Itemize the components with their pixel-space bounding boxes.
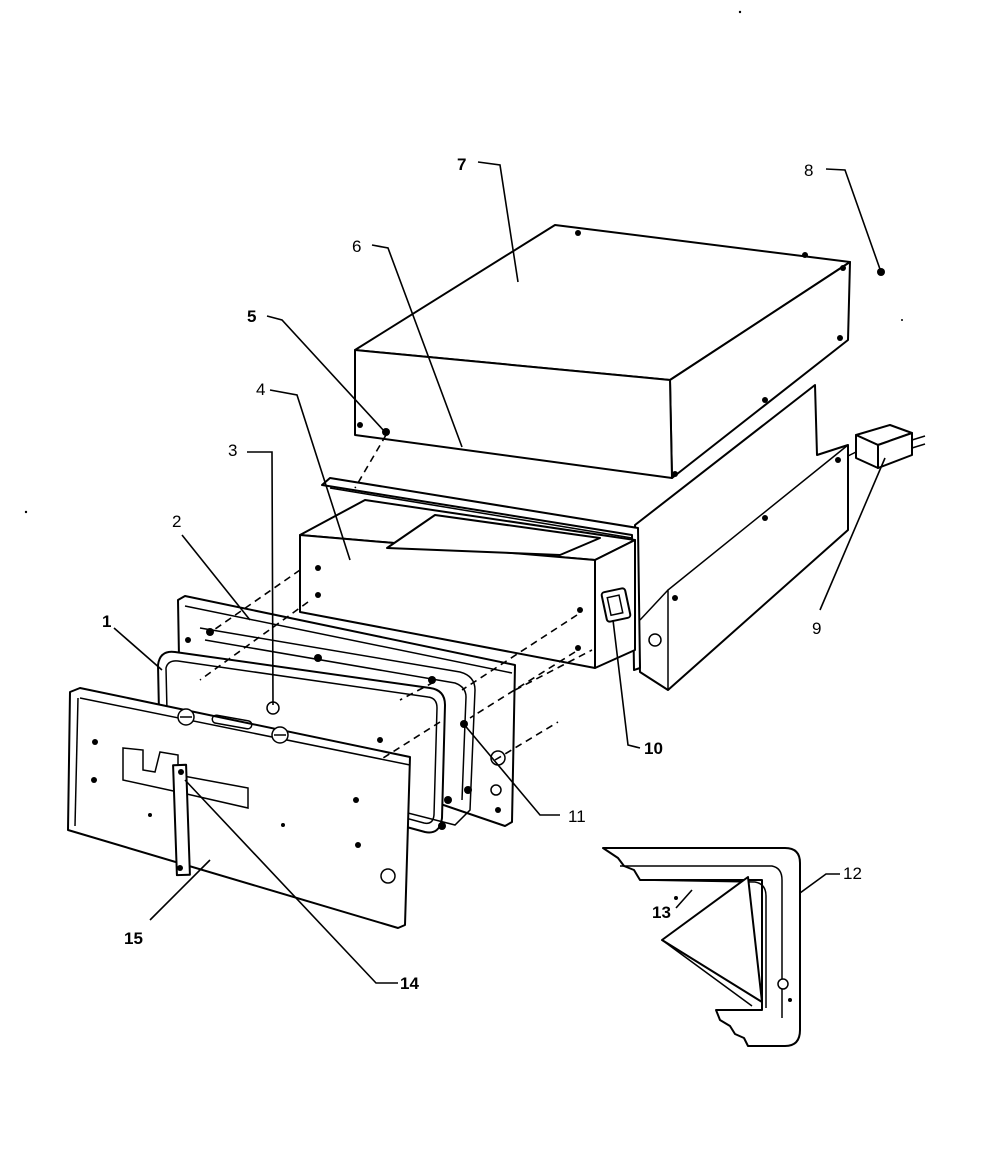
callout-6: 6 (352, 237, 361, 256)
callout-labels: 1 2 3 4 5 6 7 8 9 10 11 12 13 14 15 (102, 155, 862, 993)
assembly-lines (199, 434, 593, 761)
part-6-inner-cabinet (634, 384, 849, 691)
callout-1: 1 (102, 612, 111, 631)
callout-5: 5 (247, 307, 256, 326)
part-9-power-plug (847, 424, 926, 469)
callout-9: 9 (812, 619, 821, 638)
detail-inset-12-13 (602, 847, 801, 1047)
callout-13: 13 (652, 903, 671, 922)
callout-12: 12 (843, 864, 862, 883)
callout-3: 3 (228, 441, 237, 460)
callout-8: 8 (804, 161, 813, 180)
leader-lines (113, 161, 886, 984)
callout-7: 7 (457, 155, 466, 174)
callout-2: 2 (172, 512, 181, 531)
scan-specks (24, 10, 903, 514)
part-7-outer-cover (354, 224, 851, 479)
callout-4: 4 (256, 380, 265, 399)
part-15-front-panel (67, 687, 411, 929)
callout-10: 10 (644, 739, 663, 758)
callout-14: 14 (400, 974, 419, 993)
callout-15: 15 (124, 929, 143, 948)
part-4-drawer (299, 499, 636, 669)
callout-11: 11 (568, 807, 586, 826)
front-frame (321, 477, 641, 671)
part-10-switch (600, 587, 632, 623)
